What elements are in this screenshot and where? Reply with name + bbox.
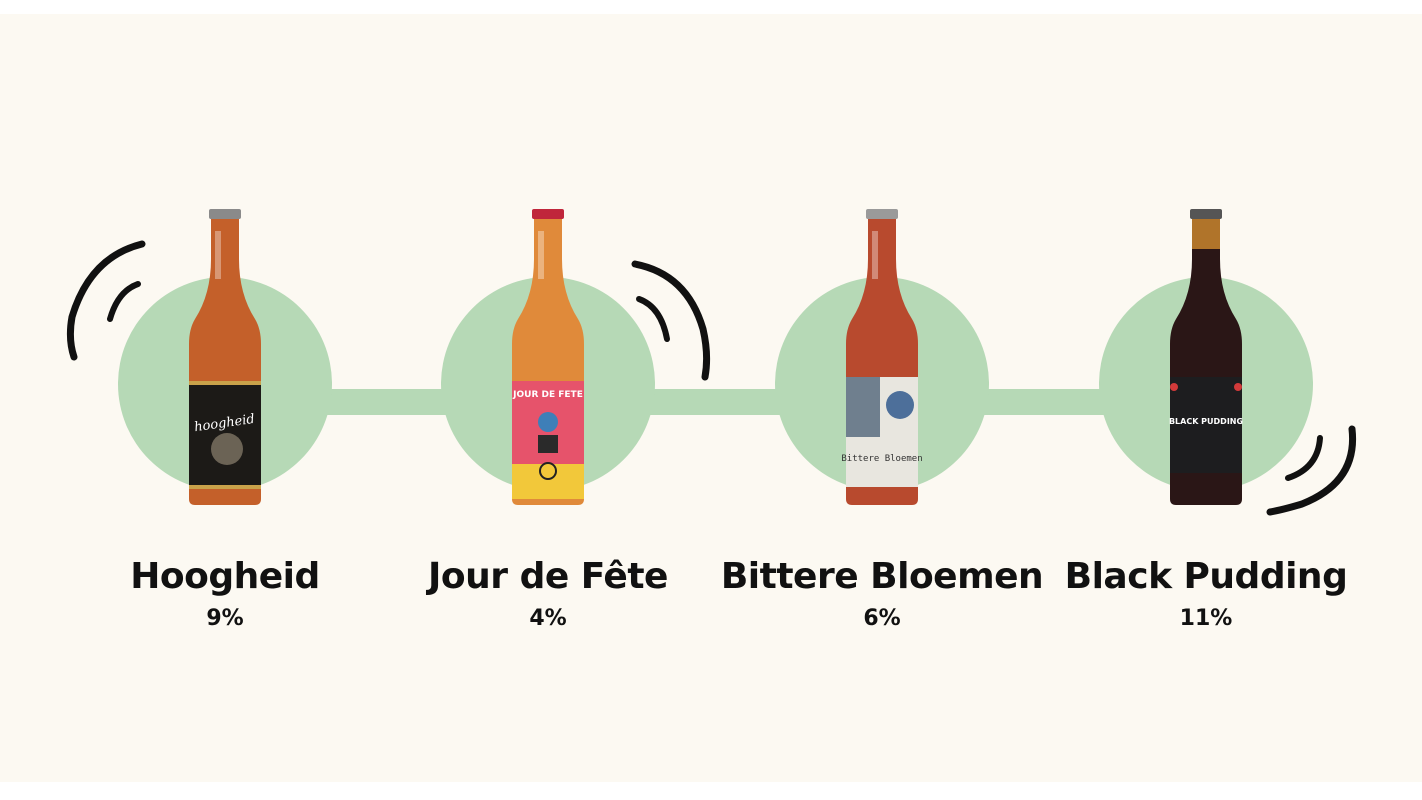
- bottle-cap: [866, 209, 898, 219]
- product-jour-de-fete[interactable]: JOUR DE FETE Jour de Fête 4%: [378, 14, 718, 782]
- label-dot: [1234, 383, 1242, 391]
- product-hoogheid[interactable]: hoogheid Hoogheid 9%: [55, 14, 395, 782]
- product-abv: 9%: [206, 606, 244, 631]
- bottle-label-band: [512, 464, 584, 499]
- label-seal: [886, 391, 914, 419]
- bottle-jour-de-fete-image: JOUR DE FETE: [512, 209, 584, 505]
- bottle-highlight: [872, 231, 878, 279]
- label-illustration: [846, 377, 880, 437]
- bottle-hoogheid-image: hoogheid: [189, 209, 261, 505]
- product-abv: 6%: [863, 606, 901, 631]
- bottle-bittere-bloemen-image: Bittere Bloemen: [842, 209, 922, 505]
- bottle-label-text: Bittere Bloemen: [842, 454, 922, 464]
- bottle-highlight: [538, 231, 544, 279]
- label-face-art: [211, 433, 243, 465]
- bottle-black-pudding-image: BLACK PUDDING: [1169, 209, 1243, 505]
- bottle-label-trim: [189, 485, 261, 489]
- shake-motion-marks: [1266, 425, 1357, 516]
- product-abv: 11%: [1179, 606, 1233, 631]
- label-cyclist-art: [538, 435, 558, 453]
- bottle-cap: [209, 209, 241, 219]
- bottle-highlight: [215, 231, 221, 279]
- connector-bar: [225, 389, 1205, 415]
- bottle-label-text: JOUR DE FETE: [512, 390, 583, 400]
- product-abv: 4%: [529, 606, 567, 631]
- product-name: Jour de Fête: [428, 556, 668, 597]
- shake-motion-marks: [631, 260, 711, 381]
- product-name: Bittere Bloemen: [720, 556, 1044, 597]
- bottle-label: [1170, 377, 1242, 473]
- shake-motion-marks: [66, 240, 146, 361]
- label-cyclist-art: [538, 412, 558, 432]
- bottle-label-text: BLACK PUDDING: [1169, 417, 1243, 426]
- label-cyclist-wheel: [539, 462, 557, 480]
- product-lineup: hoogheid Hoogheid 9% JOUR DE FETE Jour d…: [0, 14, 1422, 782]
- bottle-cap: [1190, 209, 1222, 219]
- bottle-label-trim: [189, 381, 261, 385]
- product-name: Black Pudding: [1064, 556, 1348, 597]
- bottle-neck: [1192, 219, 1220, 249]
- product-black-pudding[interactable]: BLACK PUDDING Black Pudding 11%: [1036, 14, 1376, 782]
- label-dot: [1170, 383, 1178, 391]
- bottle-cap: [532, 209, 564, 219]
- product-bittere-bloemen[interactable]: Bittere Bloemen Bittere Bloemen 6%: [712, 14, 1052, 782]
- product-name: Hoogheid: [130, 556, 320, 597]
